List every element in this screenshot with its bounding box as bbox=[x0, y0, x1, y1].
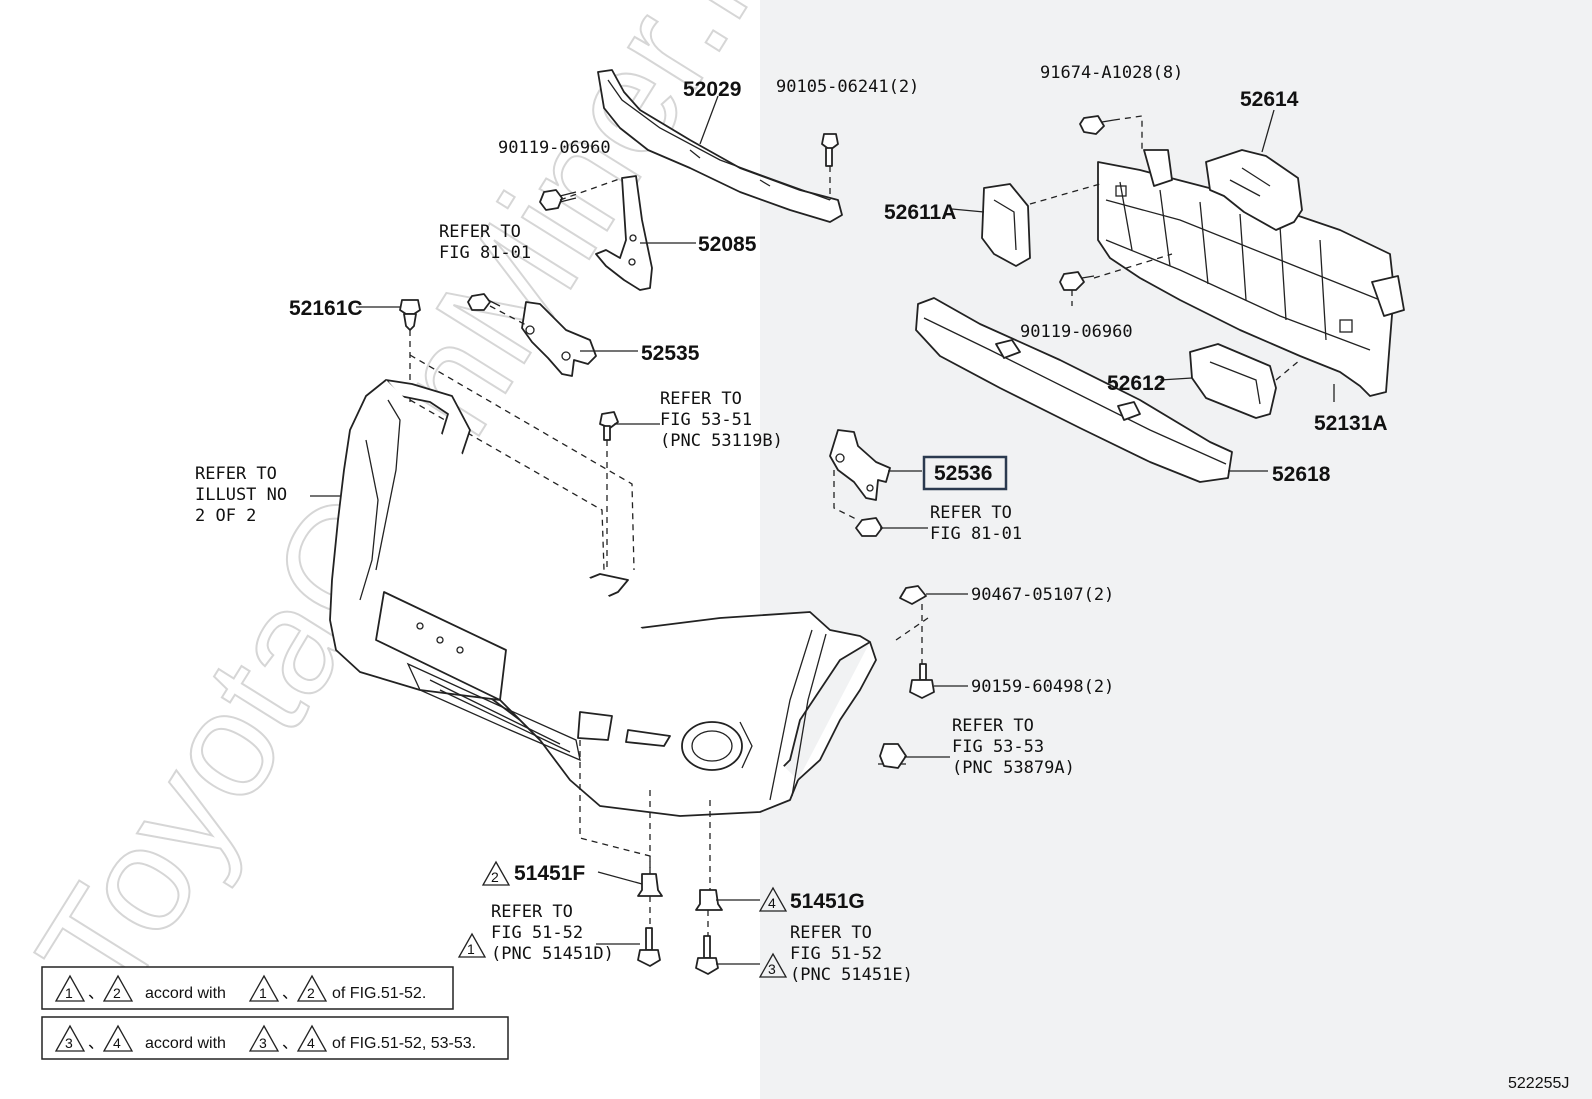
bolt-refer-81-01-left[interactable] bbox=[467, 293, 501, 311]
part-52029-shape[interactable] bbox=[597, 69, 843, 223]
svg-text:3: 3 bbox=[768, 961, 776, 977]
part-52618-shape[interactable] bbox=[915, 297, 1233, 483]
part-52612-shape[interactable] bbox=[1189, 343, 1277, 419]
part-52611A-shape[interactable] bbox=[981, 183, 1031, 267]
svg-text:3: 3 bbox=[259, 1035, 267, 1051]
label-51451G[interactable]: 51451G bbox=[790, 890, 865, 913]
svg-text:4: 4 bbox=[113, 1035, 121, 1051]
clip-51451F[interactable] bbox=[637, 873, 663, 897]
label-90467-05107[interactable]: 90467-05107(2) bbox=[971, 585, 1114, 605]
label-52161C[interactable]: 52161C bbox=[289, 297, 363, 320]
label-52612[interactable]: 52612 bbox=[1107, 372, 1165, 395]
svg-text:、: 、 bbox=[282, 985, 298, 1002]
label-91674-A1028[interactable]: 91674-A1028(8) bbox=[1040, 63, 1183, 83]
screw-90159[interactable] bbox=[909, 663, 935, 699]
part-52536-shape[interactable] bbox=[829, 429, 891, 501]
clip-51451G[interactable] bbox=[695, 889, 723, 911]
bolt-90119-right[interactable] bbox=[1059, 271, 1095, 291]
svg-text:4: 4 bbox=[307, 1035, 315, 1051]
svg-text:1: 1 bbox=[467, 941, 475, 957]
svg-text:3: 3 bbox=[65, 1035, 73, 1051]
triangle-3-marker-51451E: 3 bbox=[758, 952, 788, 978]
refer-illust-2-of-2[interactable]: REFER TO ILLUST NO 2 OF 2 bbox=[195, 464, 297, 526]
triangle-2-marker-51451F: 2 bbox=[481, 860, 511, 886]
label-90105-06241[interactable]: 90105-06241(2) bbox=[776, 77, 919, 97]
figure-code: 522255J bbox=[1508, 1075, 1569, 1092]
triangle-1-marker-51451D: 1 bbox=[457, 932, 487, 958]
bolt-refer-53-51[interactable] bbox=[599, 411, 619, 441]
clip-52161C[interactable] bbox=[399, 299, 421, 331]
refer-fig-51-52-pnc-51451d[interactable]: REFER TO FIG 51-52 (PNC 51451D) bbox=[491, 902, 614, 964]
label-52029[interactable]: 52029 bbox=[683, 78, 741, 101]
label-52536[interactable]: 52536 bbox=[934, 462, 992, 485]
refer-fig-81-01-left[interactable]: REFER TO FIG 81-01 bbox=[439, 222, 531, 263]
note-box-2: 3 、 4 accord with 3 、 4 of FIG.51-52, 53… bbox=[41, 1016, 509, 1060]
refer-fig-53-53[interactable]: REFER TO FIG 53-53 (PNC 53879A) bbox=[952, 716, 1075, 778]
screw-51451D[interactable] bbox=[637, 927, 661, 967]
bolt-91674[interactable] bbox=[1079, 115, 1115, 135]
bolt-90105[interactable] bbox=[821, 133, 839, 167]
svg-text:1: 1 bbox=[259, 985, 267, 1001]
clip-90467[interactable] bbox=[899, 585, 927, 605]
label-90119-06960-top[interactable]: 90119-06960 bbox=[498, 138, 611, 158]
part-52131A-shape[interactable] bbox=[1097, 149, 1405, 397]
label-51451F[interactable]: 51451F bbox=[514, 862, 585, 885]
label-52131A[interactable]: 52131A bbox=[1314, 412, 1388, 435]
svg-text:、: 、 bbox=[282, 1035, 298, 1052]
svg-text:2: 2 bbox=[113, 985, 121, 1001]
svg-text:4: 4 bbox=[768, 895, 776, 911]
label-90119-06960-right[interactable]: 90119-06960 bbox=[1020, 322, 1133, 342]
label-52085[interactable]: 52085 bbox=[698, 233, 757, 256]
bolt-refer-81-01-right[interactable] bbox=[855, 517, 883, 537]
selected-part-highlight bbox=[922, 455, 1008, 491]
svg-text:、: 、 bbox=[88, 1035, 104, 1052]
bolt-90119-top[interactable] bbox=[539, 189, 577, 211]
svg-text:accord with: accord with bbox=[145, 985, 226, 1002]
refer-fig-81-01-right[interactable]: REFER TO FIG 81-01 bbox=[930, 503, 1022, 544]
svg-text:2: 2 bbox=[491, 869, 499, 885]
svg-text:1: 1 bbox=[65, 985, 73, 1001]
label-52535[interactable]: 52535 bbox=[641, 342, 700, 365]
label-52614[interactable]: 52614 bbox=[1240, 88, 1299, 111]
label-90159-60498[interactable]: 90159-60498(2) bbox=[971, 677, 1114, 697]
triangle-4-marker-51451G: 4 bbox=[758, 886, 788, 912]
part-52085-shape[interactable] bbox=[595, 175, 653, 291]
clip-53879A[interactable] bbox=[879, 743, 907, 769]
svg-text:accord with: accord with bbox=[145, 1035, 226, 1052]
svg-text:of FIG.51-52, 53-53.: of FIG.51-52, 53-53. bbox=[332, 1035, 476, 1052]
part-52535-shape[interactable] bbox=[521, 301, 597, 377]
svg-text:2: 2 bbox=[307, 985, 315, 1001]
right-panel-shade bbox=[760, 0, 1592, 1099]
label-52618[interactable]: 52618 bbox=[1272, 463, 1331, 486]
front-bumper-cover[interactable] bbox=[329, 379, 877, 817]
screw-51451E[interactable] bbox=[695, 935, 719, 975]
part-52614-shape[interactable] bbox=[1205, 149, 1303, 231]
svg-text:、: 、 bbox=[88, 985, 104, 1002]
label-52611A[interactable]: 52611A bbox=[884, 201, 956, 224]
note-box-1: 1 、 2 accord with 1 、 2 of FIG.51-52. bbox=[41, 966, 454, 1010]
refer-fig-51-52-pnc-51451e[interactable]: REFER TO FIG 51-52 (PNC 51451E) bbox=[790, 923, 913, 985]
svg-text:of FIG.51-52.: of FIG.51-52. bbox=[332, 985, 426, 1002]
refer-fig-53-51[interactable]: REFER TO FIG 53-51 (PNC 53119B) bbox=[660, 389, 783, 451]
